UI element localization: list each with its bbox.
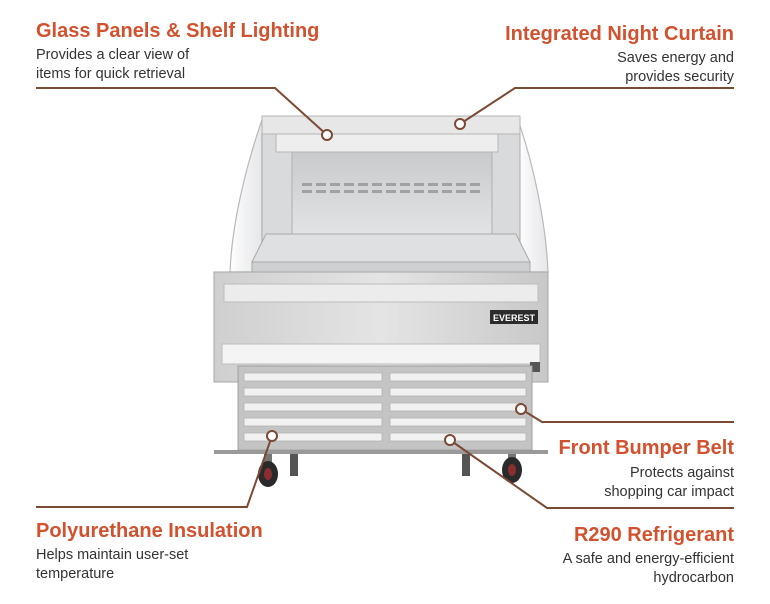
display-cabinet [229, 115, 549, 277]
top-trim [223, 283, 539, 303]
feature-desc-line: Saves energy and [617, 50, 734, 66]
callout-line-bumper [520, 408, 734, 423]
feature-title: Integrated Night Curtain [505, 23, 734, 45]
brand-plate [490, 310, 538, 324]
callout-dot-curtain [454, 118, 466, 130]
feature-insulation: Polyurethane Insulation Helps maintain u… [36, 519, 263, 584]
callout-dot-insulation [266, 430, 278, 442]
feature-refrigerant: R290 Refrigerant A safe and energy-effic… [563, 523, 734, 588]
casters [258, 454, 522, 487]
feature-title: Front Bumper Belt [558, 437, 734, 459]
feature-desc-line: items for quick retrieval [36, 66, 186, 82]
callout-line-insulation [36, 435, 273, 508]
callout-markers [266, 118, 527, 446]
feature-bumper-belt: Front Bumper Belt Protects against shopp… [558, 436, 734, 502]
feature-title: Glass Panels & Shelf Lighting [36, 20, 320, 42]
feature-desc-line: hydrocarbon [653, 570, 734, 586]
feature-desc-line: temperature [36, 566, 115, 582]
left-glass-panel [229, 119, 263, 273]
callout-dot-glass [321, 129, 333, 141]
display-deck [251, 233, 531, 263]
callout-dot-refrigerant [444, 434, 456, 446]
feature-title: Polyurethane Insulation [36, 520, 263, 542]
feature-desc-line: Protects against [630, 465, 734, 481]
shelf-light-bar [275, 133, 499, 153]
callout-lines [36, 87, 734, 509]
feature-desc-line: provides security [625, 69, 734, 85]
feature-desc-line: A safe and energy-efficient [562, 551, 734, 567]
callout-line-curtain [459, 87, 734, 125]
callout-line-glass [36, 87, 328, 136]
feature-glass-panels: Glass Panels & Shelf Lighting Provides a… [36, 19, 319, 84]
control-switch [530, 362, 540, 372]
feature-desc-line: Provides a clear view of [36, 47, 190, 63]
callout-dot-bumper [515, 403, 527, 415]
feature-title: R290 Refrigerant [573, 524, 734, 546]
brand-logo: EVEREST [493, 313, 536, 323]
night-curtain-housing [261, 115, 521, 135]
cabinet-base: EVEREST [213, 271, 549, 454]
feature-desc-line: shopping car impact [604, 484, 734, 500]
callout-line-refrigerant [449, 439, 734, 509]
feature-night-curtain: Integrated Night Curtain Saves energy an… [505, 22, 734, 87]
louver-slats [243, 372, 527, 442]
front-bumper-belt [221, 343, 541, 365]
back-vents [302, 183, 480, 193]
feature-desc-line: Helps maintain user-set [36, 547, 189, 563]
